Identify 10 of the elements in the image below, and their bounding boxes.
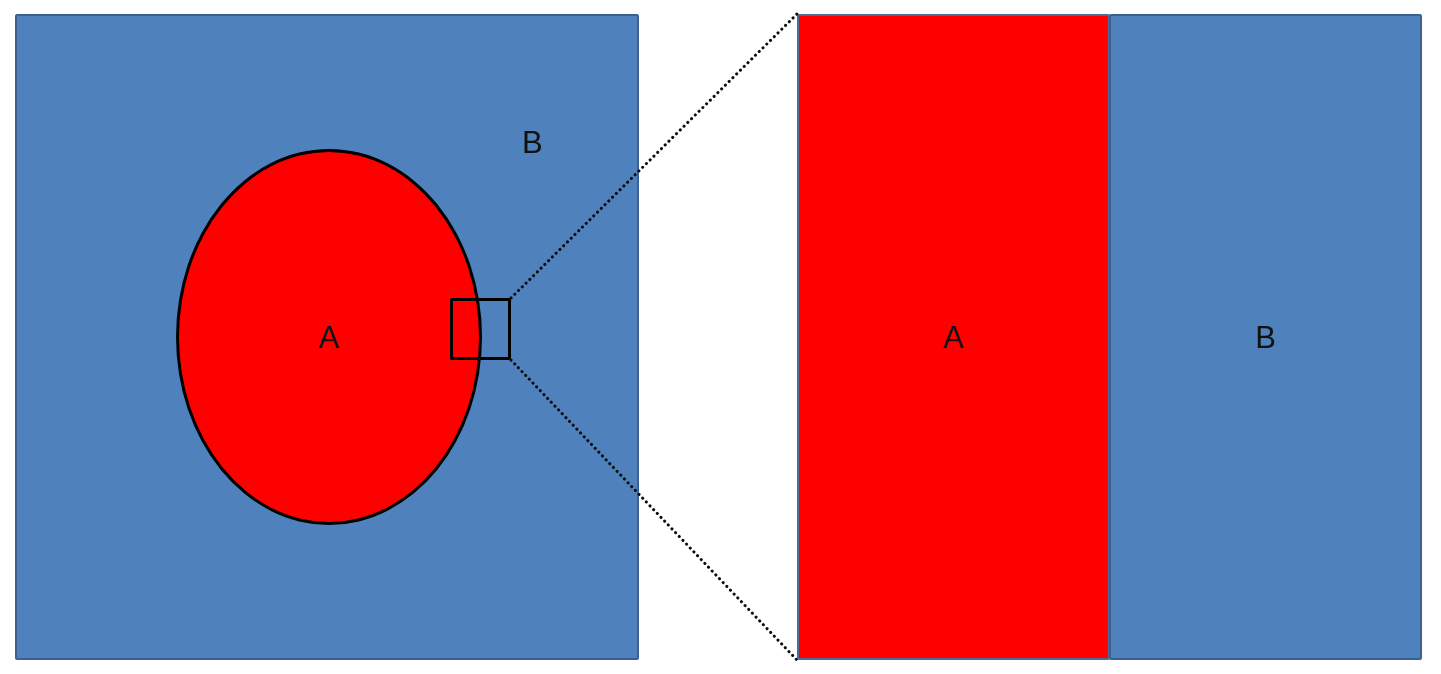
zoom-line — [509, 358, 799, 662]
region-label: B — [522, 127, 543, 158]
zoom-line — [509, 12, 799, 300]
region-panel — [1109, 14, 1422, 660]
zoom-frame — [450, 298, 511, 360]
region-square — [15, 14, 639, 660]
region-label: A — [318, 321, 340, 353]
region-label: A — [943, 321, 964, 353]
region-panel — [797, 14, 1110, 660]
region-label: B — [1255, 321, 1276, 353]
